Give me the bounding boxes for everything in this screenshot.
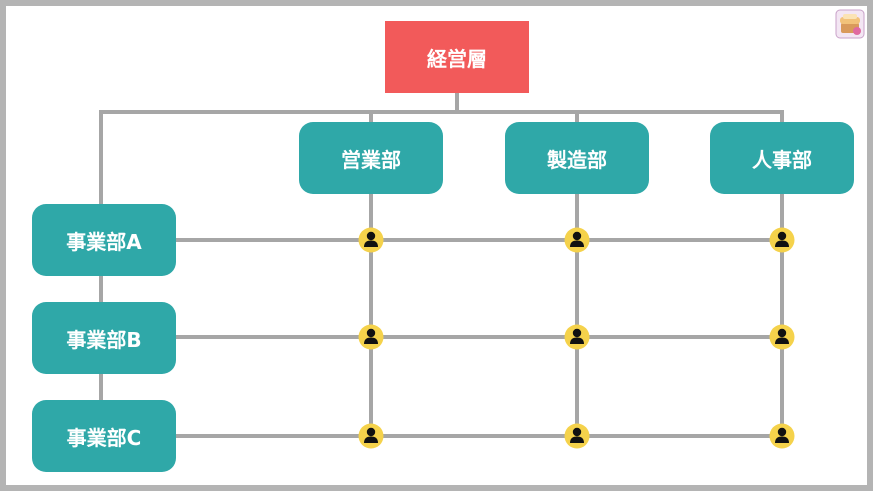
person-icon	[564, 324, 590, 350]
person-icon	[564, 227, 590, 253]
dept-label-hr: 人事部	[752, 147, 812, 172]
dept-label-manufacturing: 製造部	[547, 147, 607, 172]
dept-label-sales: 営業部	[341, 147, 401, 172]
dept-box-hr: 人事部	[710, 122, 854, 194]
top-management-box: 経営層	[385, 21, 529, 93]
person-icon	[564, 423, 590, 449]
division-label-a: 事業部A	[66, 229, 142, 254]
person-icon	[769, 227, 795, 253]
person-icon	[769, 324, 795, 350]
person-icon	[358, 423, 384, 449]
dept-box-manufacturing: 製造部	[505, 122, 649, 194]
person-icon	[769, 423, 795, 449]
division-box-c: 事業部C	[32, 400, 176, 472]
app-logo-icon	[835, 9, 865, 39]
top-management-label: 経営層	[427, 46, 487, 71]
division-box-a: 事業部A	[32, 204, 176, 276]
person-icon	[358, 324, 384, 350]
division-box-b: 事業部B	[32, 302, 176, 374]
division-label-b: 事業部B	[66, 327, 142, 352]
division-label-c: 事業部C	[66, 425, 142, 450]
dept-box-sales: 営業部	[299, 122, 443, 194]
person-icon	[358, 227, 384, 253]
